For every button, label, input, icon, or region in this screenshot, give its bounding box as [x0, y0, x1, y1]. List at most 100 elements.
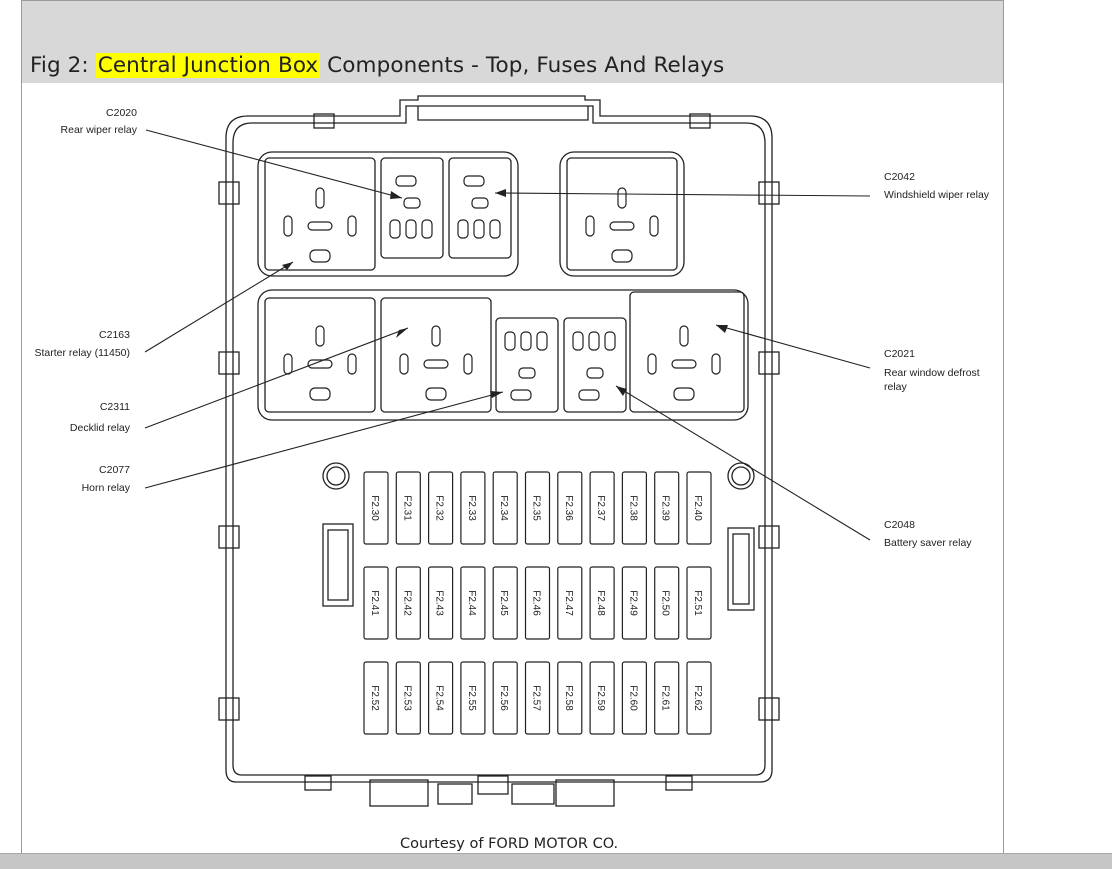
- title-prefix: Fig 2:: [30, 53, 96, 78]
- pin-bottom: [425, 387, 447, 401]
- fuse-F2.35: F2.35: [524, 471, 551, 545]
- fuse-body: [492, 566, 518, 640]
- pin-row: [489, 219, 501, 239]
- callout-code-c2311: C2311: [100, 401, 130, 413]
- callout-code-c2163: C2163: [99, 329, 130, 341]
- fuse-label: F2.44: [466, 590, 477, 616]
- side-latch-right: [727, 527, 755, 611]
- side-latch-right-inner: [732, 533, 750, 605]
- relay-c2163-pins: [283, 187, 357, 263]
- fuse-body: [686, 661, 712, 735]
- fuse-label: F2.52: [369, 685, 380, 711]
- fuse-body: [654, 661, 680, 735]
- fuse-label: F2.55: [466, 685, 477, 711]
- fuse-F2.45: F2.45: [492, 566, 518, 640]
- fuse-label: F2.35: [531, 495, 542, 521]
- relay-socket-starter-lower: [264, 297, 376, 413]
- image-credit: Courtesy of FORD MOTOR CO.: [400, 836, 619, 852]
- relay-c2048-pins: [572, 331, 616, 401]
- fuse-label: F2.51: [692, 590, 703, 616]
- leader-c2077: [144, 391, 504, 489]
- fuse-label: F2.61: [660, 685, 671, 711]
- pin-row: [473, 219, 485, 239]
- pin-center: [307, 359, 333, 369]
- relay-block-top-right: [559, 151, 685, 277]
- pin-a: [463, 175, 485, 187]
- leader-c2020: [145, 129, 403, 199]
- fuse-F2.32: F2.32: [428, 471, 454, 545]
- pin-a: [395, 175, 417, 187]
- fuse-F2.37: F2.37: [589, 471, 615, 545]
- fuse-label: F2.38: [627, 495, 638, 521]
- relay-block-middle: [257, 289, 749, 421]
- fuse-body: [460, 566, 486, 640]
- fuse-label: F2.39: [660, 495, 671, 521]
- pin-left: [283, 353, 293, 375]
- fuse-label: F2.45: [498, 590, 509, 616]
- fuse-F2.55: F2.55: [460, 661, 486, 735]
- fuse-F2.60: F2.60: [621, 661, 648, 735]
- fuse-F2.30: F2.30: [363, 471, 389, 545]
- fuse-label: F2.42: [401, 590, 412, 616]
- callout-code-c2021: C2021: [884, 348, 915, 360]
- fuse-label: F2.48: [595, 590, 606, 616]
- pin-b: [403, 197, 421, 209]
- relay-c2020-pins: [389, 175, 433, 239]
- pin-bottom: [309, 249, 331, 263]
- side-tab: [758, 697, 780, 721]
- fuse-label: F2.62: [692, 685, 703, 711]
- arrowhead-c2021: [716, 325, 728, 333]
- pin-top: [617, 187, 627, 209]
- figure-frame: Fig 2: Central Junction Box Components -…: [21, 0, 1004, 868]
- relay-socket-c2021: [629, 291, 745, 413]
- fuse-body: [460, 471, 486, 545]
- relay-c2021-pins: [647, 325, 721, 401]
- callout-name-c2021-line2: relay: [884, 381, 908, 393]
- callout-name-c2077: Horn relay: [82, 482, 131, 494]
- bottom-tab: [304, 775, 332, 791]
- pin-left: [647, 353, 657, 375]
- fuse-label: F2.53: [401, 685, 412, 711]
- mount-hole-right: [727, 462, 755, 490]
- pin-center: [307, 221, 333, 231]
- mount-hole-left-inner: [326, 466, 346, 486]
- fuse-F2.61: F2.61: [654, 661, 680, 735]
- pin-row: [457, 219, 469, 239]
- fuse-F2.49: F2.49: [621, 566, 648, 640]
- relay-socket-c2020: [380, 157, 444, 259]
- callout-code-c2042: C2042: [884, 171, 915, 183]
- fuse-body: [492, 471, 518, 545]
- bottom-connector-center: [437, 783, 473, 805]
- fuse-label: F2.47: [563, 590, 574, 616]
- side-tab: [218, 525, 240, 549]
- fuse-F2.48: F2.48: [589, 566, 615, 640]
- fuse-F2.33: F2.33: [460, 471, 486, 545]
- fuse-F2.40: F2.40: [686, 471, 712, 545]
- fuse-label: F2.37: [595, 495, 606, 521]
- top-tab-left: [313, 113, 335, 129]
- fuse-label: F2.43: [434, 590, 445, 616]
- arrowhead-c2042: [495, 189, 506, 197]
- fuse-label: F2.50: [660, 590, 671, 616]
- bottom-connector-right: [555, 779, 615, 807]
- callout-name-c2163: Starter relay (11450): [34, 347, 130, 359]
- pin-bottom: [309, 387, 331, 401]
- pin-row: [536, 331, 548, 351]
- leader-c2042: [494, 192, 871, 197]
- pin-right: [463, 353, 473, 375]
- fuse-body: [686, 471, 712, 545]
- pin-a: [578, 389, 600, 401]
- fuse-F2.46: F2.46: [524, 566, 551, 640]
- pin-bottom: [673, 387, 695, 401]
- pin-bottom: [611, 249, 633, 263]
- title-highlight: Central Junction Box: [95, 53, 321, 78]
- fuse-body: [621, 471, 648, 545]
- side-tab: [218, 697, 240, 721]
- relay-starter-lower-pins: [283, 325, 357, 401]
- relay-c2042-pins: [457, 175, 501, 239]
- callout-name-c2042: Windshield wiper relay: [884, 189, 990, 201]
- fuse-body: [395, 661, 421, 735]
- leader-c2048: [615, 385, 871, 541]
- fuse-label: F2.33: [466, 495, 477, 521]
- fuse-label: F2.57: [531, 685, 542, 711]
